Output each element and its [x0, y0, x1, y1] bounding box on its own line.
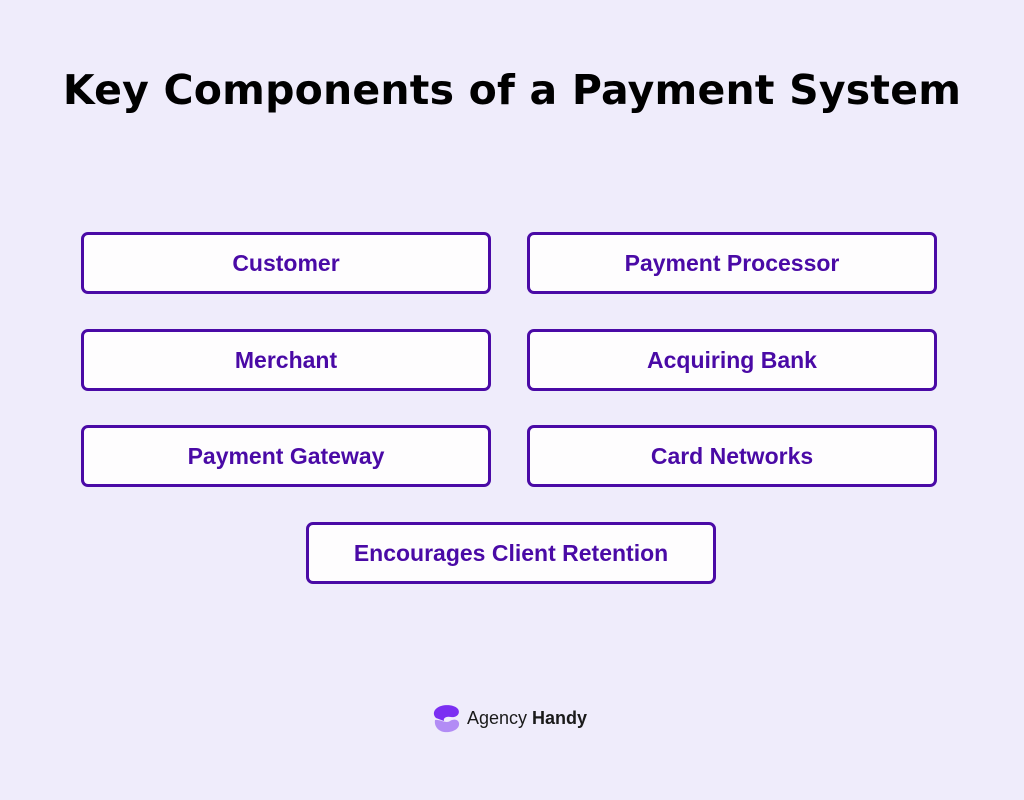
component-label: Acquiring Bank — [647, 346, 817, 373]
component-label: Encourages Client Retention — [353, 539, 669, 566]
component-payment-gateway: Payment Gateway — [81, 425, 491, 487]
component-label: Card Networks — [650, 442, 814, 469]
component-card-networks: Card Networks — [527, 425, 937, 487]
brand-name-regular: Agency — [467, 708, 528, 728]
component-label: Merchant — [234, 346, 338, 373]
component-client-retention: Encourages Client Retention — [306, 522, 716, 584]
brand-logo: Agency Handy — [432, 704, 587, 733]
brand-name-bold: Handy — [532, 708, 588, 728]
component-label: Payment Processor — [624, 249, 840, 276]
component-customer: Customer — [81, 232, 491, 294]
component-acquiring-bank: Acquiring Bank — [527, 329, 937, 391]
component-payment-processor: Payment Processor — [527, 232, 937, 294]
component-label: Payment Gateway — [187, 442, 385, 469]
component-label: Customer — [232, 249, 340, 276]
component-merchant: Merchant — [81, 329, 491, 391]
agency-handy-logo-icon — [433, 705, 460, 733]
page-title: Key Components of a Payment System — [62, 66, 962, 114]
